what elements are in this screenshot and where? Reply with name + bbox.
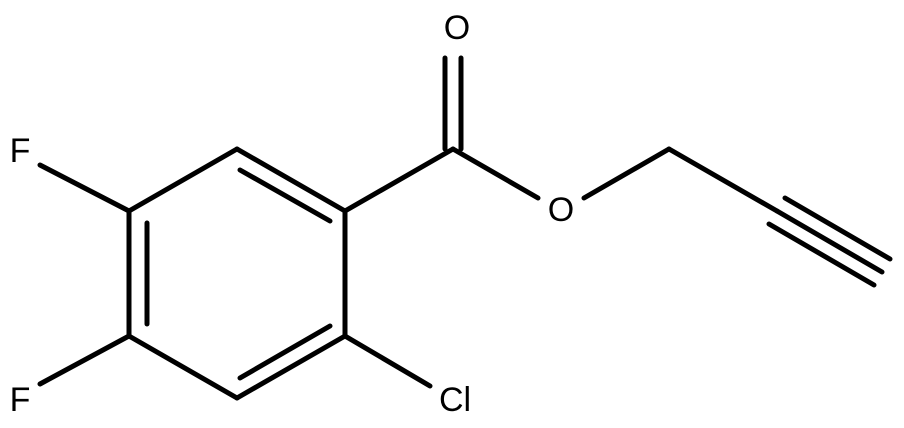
bond-triple-a xyxy=(782,195,893,262)
atom-label-oxygen-ester: O xyxy=(548,191,574,229)
bond-oxygen-ch2 xyxy=(581,146,672,201)
bond-ch2-alkyne xyxy=(666,146,780,214)
atom-label-oxygen-carbonyl: O xyxy=(444,9,470,47)
atom-label-fluorine-bottom: F xyxy=(10,381,31,419)
bond-carbonyl-oxygen xyxy=(450,146,541,201)
bond-ring-c3-c4 xyxy=(234,333,348,401)
bond-ring-c4-c5 xyxy=(126,333,240,401)
atom-label-chlorine: Cl xyxy=(439,381,471,419)
bond-fluorine-top xyxy=(37,162,132,214)
bond-ring-c1-c2-inner xyxy=(237,167,333,224)
atom-label-fluorine-top: F xyxy=(10,132,31,170)
bond-fluorine-bottom xyxy=(37,333,132,387)
bond-chlorine xyxy=(342,333,433,389)
bond-triple-c xyxy=(766,221,877,288)
bond-triple-b xyxy=(774,208,885,275)
bond-ring-c1-c2 xyxy=(234,146,348,214)
bond-ring-carbonyl xyxy=(342,146,456,214)
bond-ring-c6-c1 xyxy=(126,146,240,214)
bond-ring-c3-c4-inner xyxy=(237,323,333,381)
atom-labels: O O F F Cl xyxy=(10,9,575,419)
bonds xyxy=(37,55,893,401)
